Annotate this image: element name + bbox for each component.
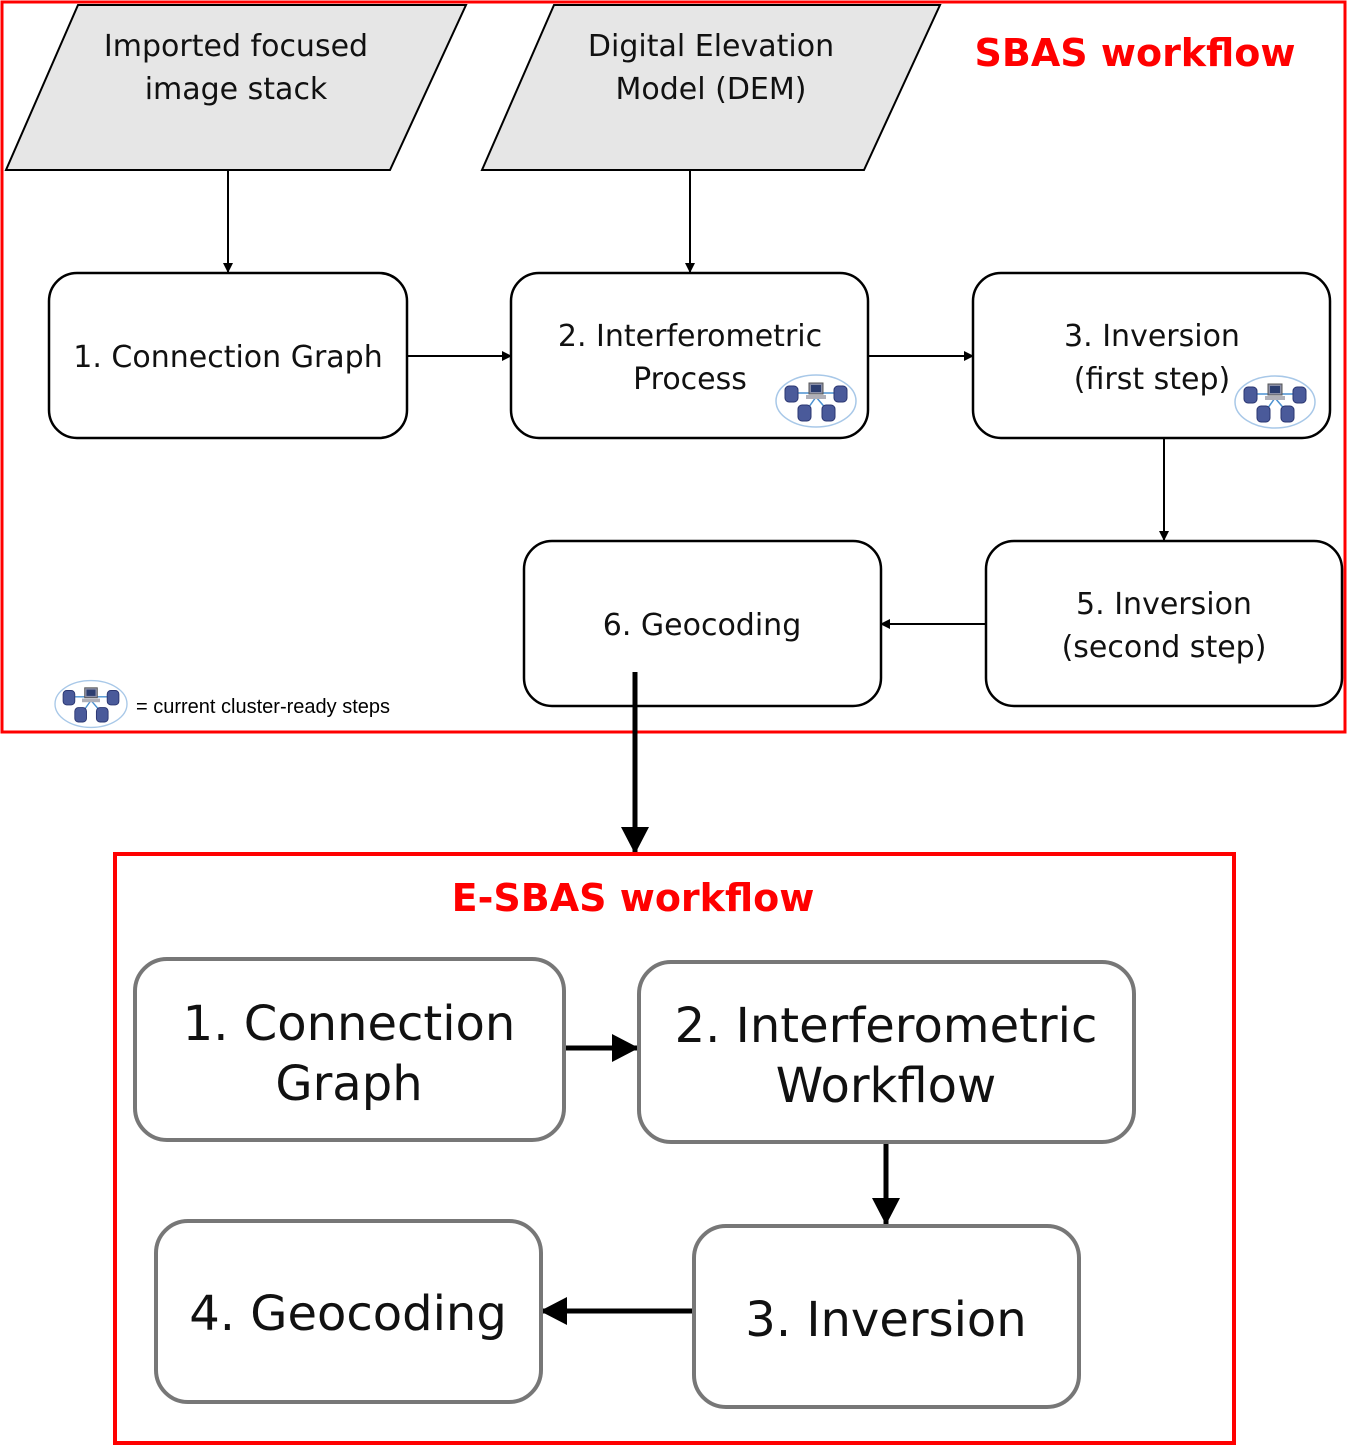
cluster-network-icon — [1234, 375, 1316, 429]
step-box — [692, 1224, 1081, 1409]
sbas-step-inversion-second: 5. Inversion (second step) — [984, 539, 1344, 708]
step-label-line1: 2. Interferometric — [675, 998, 1098, 1054]
cluster-network-icon — [54, 679, 128, 729]
sbas-step-geocoding: 6. Geocoding — [522, 539, 883, 708]
step-box — [637, 960, 1136, 1144]
step-box — [154, 1219, 543, 1404]
step-label-line1: 2. Interferometric — [558, 319, 822, 354]
esbas-step-connection-graph: 1. Connection Graph — [133, 957, 566, 1142]
input-label-line2: Model (DEM) — [616, 72, 807, 107]
legend-text: = current cluster-ready steps — [136, 696, 390, 718]
sbas-frame — [0, 0, 1347, 734]
step-label-line2: Process — [633, 362, 747, 397]
sbas-step-interferometric-process: 2. Interferometric Process — [509, 271, 870, 440]
input-parallelogram — [4, 3, 468, 171]
step-box — [522, 539, 883, 708]
input-imported-image-stack: Imported focused image stack — [4, 3, 468, 171]
esbas-step-interferometric-workflow: 2. Interferometric Workflow — [637, 960, 1136, 1144]
step-label-line2: Workflow — [776, 1058, 996, 1114]
input-dem: Digital Elevation Model (DEM) — [480, 3, 942, 171]
esbas-title: E-SBAS workflow — [452, 876, 815, 920]
cluster-network-icon — [775, 374, 857, 428]
input-label-line2: image stack — [145, 72, 328, 107]
step-label-line1: 1. Connection — [183, 996, 516, 1052]
esbas-frame — [113, 852, 1236, 1445]
input-label-line1: Digital Elevation — [588, 29, 834, 64]
step-box — [47, 271, 409, 440]
input-parallelogram — [480, 3, 942, 171]
step-label: 3. Inversion — [745, 1292, 1026, 1348]
legend: = current cluster-ready steps — [54, 679, 390, 729]
step-label-line1: 5. Inversion — [1076, 587, 1252, 622]
sbas-title: SBAS workflow — [975, 31, 1296, 75]
step-box — [984, 539, 1344, 708]
sbas-step-connection-graph: 1. Connection Graph — [47, 271, 409, 440]
sbas-step-inversion-first: 3. Inversion (first step) — [971, 271, 1332, 440]
esbas-step-geocoding: 4. Geocoding — [154, 1219, 543, 1404]
step-label: 6. Geocoding — [603, 608, 802, 643]
esbas-step-inversion: 3. Inversion — [692, 1224, 1081, 1409]
step-label-line2: Graph — [275, 1056, 422, 1112]
step-label-line2: (second step) — [1062, 630, 1267, 665]
input-label-line1: Imported focused — [104, 29, 368, 64]
step-label: 1. Connection Graph — [73, 340, 382, 375]
step-box — [133, 957, 566, 1142]
step-label-line1: 3. Inversion — [1064, 319, 1240, 354]
step-label: 4. Geocoding — [189, 1286, 507, 1342]
step-label-line2: (first step) — [1074, 362, 1230, 397]
